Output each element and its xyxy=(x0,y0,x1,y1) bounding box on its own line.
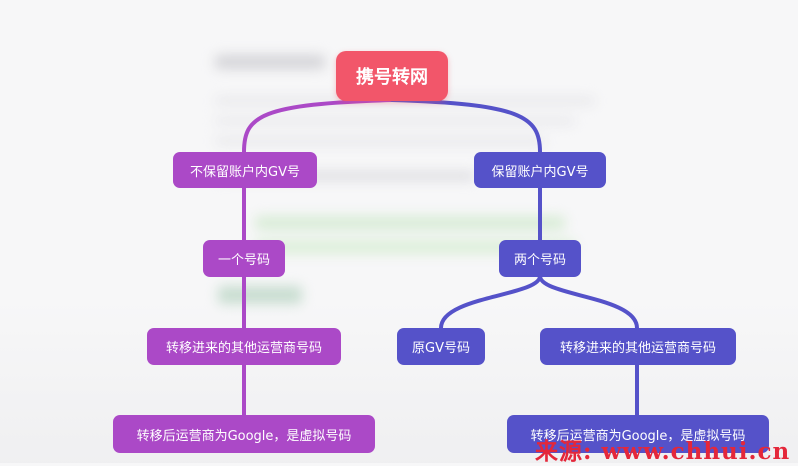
right-number-a-node[interactable]: 原GV号码 xyxy=(397,328,485,365)
edge-root-to-left xyxy=(242,98,394,154)
root-node[interactable]: 携号转网 xyxy=(336,51,448,101)
edge-right-count-to-number-a xyxy=(439,275,542,329)
right-count-node[interactable]: 两个号码 xyxy=(499,240,581,277)
right-condition-node[interactable]: 保留账户内GV号 xyxy=(474,152,606,188)
source-watermark: 来源: www.chhui.cn xyxy=(535,438,791,465)
left-condition-node[interactable]: 不保留账户内GV号 xyxy=(173,152,317,188)
edge-right-count-to-number-b xyxy=(538,275,639,329)
left-count-node[interactable]: 一个号码 xyxy=(203,240,285,277)
right-number-b-node[interactable]: 转移进来的其他运营商号码 xyxy=(540,328,736,365)
right-result-node[interactable]: 转移后运营商为Google，是虚拟号码 xyxy=(507,415,769,453)
left-number-node[interactable]: 转移进来的其他运营商号码 xyxy=(147,328,341,365)
edge-root-to-right xyxy=(390,98,542,154)
left-result-node[interactable]: 转移后运营商为Google，是虚拟号码 xyxy=(113,415,375,453)
